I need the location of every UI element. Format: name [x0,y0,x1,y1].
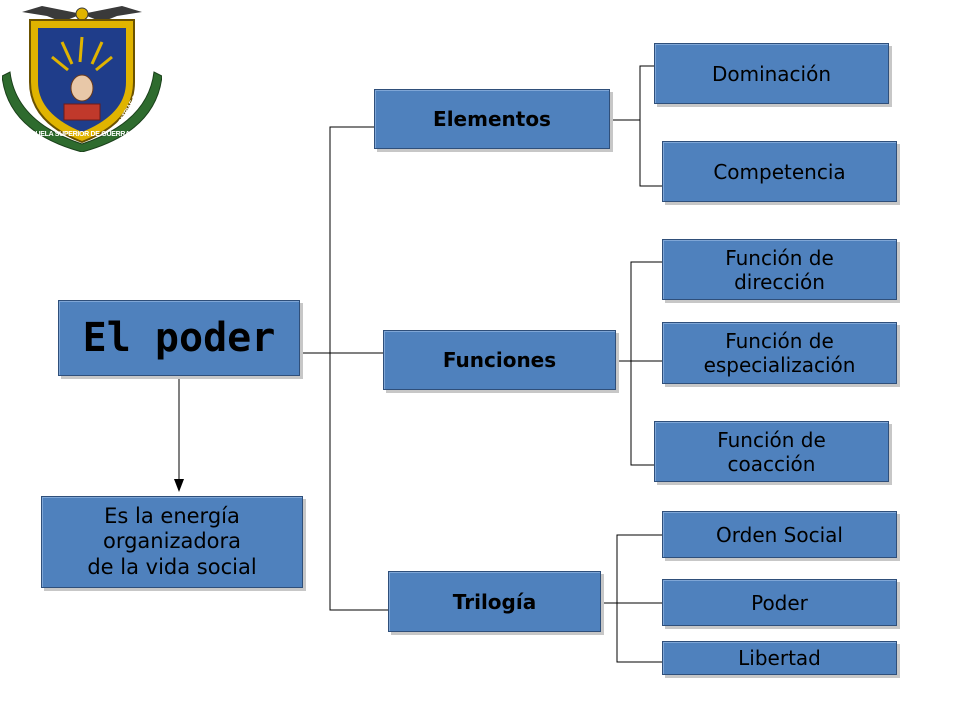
node-orden-social[interactable]: Orden Social [662,511,897,558]
arrow-head [174,479,184,492]
node-funcion-direccion[interactable]: Función de dirección [662,239,897,300]
node-funcion-especializacion-label: Función de especialización [703,329,856,377]
node-libertad[interactable]: Libertad [662,641,897,675]
node-funcion-coaccion-label: Función de coacción [717,427,826,476]
root-label: El poder [82,315,276,361]
logo-text: ESCUELA SUPERIOR DE GUERRA AEREA [22,131,154,138]
node-dominacion[interactable]: Dominación [654,43,889,104]
connector-trunk [329,126,388,611]
branch-funciones[interactable]: Funciones [383,330,616,390]
node-funcion-especializacion[interactable]: Función de especialización [662,322,897,384]
connector-trilogia-children [616,534,662,663]
node-competencia[interactable]: Competencia [662,141,897,202]
branch-funciones-label: Funciones [442,348,557,372]
node-libertad-label: Libertad [738,646,821,670]
school-crest-logo [2,6,162,152]
node-competencia-label: Competencia [713,159,846,184]
definition-node[interactable]: Es la energía organizadora de la vida so… [41,496,303,588]
branch-elementos[interactable]: Elementos [374,89,610,149]
root-node[interactable]: El poder [58,300,300,376]
node-poder[interactable]: Poder [662,579,897,626]
definition-label: Es la energía organizadora de la vida so… [87,504,257,579]
branch-trilogia-label: Trilogía [452,589,537,614]
node-poder-label: Poder [751,590,808,615]
connector-elementos-children [639,65,662,187]
node-funcion-coaccion[interactable]: Función de coacción [654,421,889,482]
branch-trilogia[interactable]: Trilogía [388,571,601,632]
node-dominacion-label: Dominación [711,61,832,86]
branch-elementos-label: Elementos [433,107,551,131]
node-funcion-direccion-label: Función de dirección [725,245,834,294]
node-orden-social-label: Orden Social [716,522,843,547]
connector-funciones-children [630,261,662,466]
